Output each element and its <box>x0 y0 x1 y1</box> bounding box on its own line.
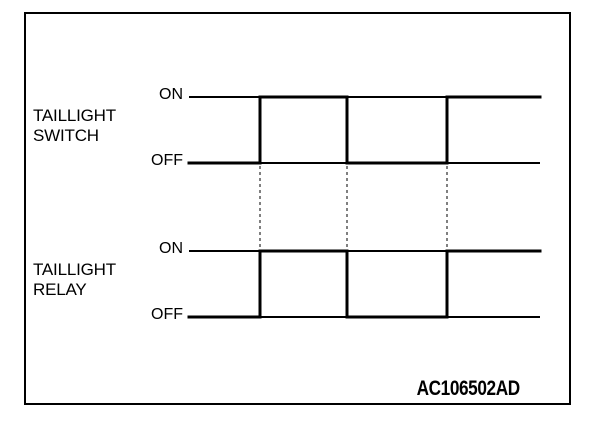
diagram-border <box>24 12 571 405</box>
signal-label-taillight-relay: TAILLIGHT RELAY <box>33 260 116 300</box>
signal-label-taillight-switch: TAILLIGHT SWITCH <box>33 106 116 146</box>
signal-label-line: SWITCH <box>33 126 99 145</box>
relay-off-label: OFF <box>151 306 183 323</box>
signal-label-line: RELAY <box>33 280 87 299</box>
figure-code: AC106502AD <box>416 377 521 400</box>
switch-off-label: OFF <box>151 152 183 169</box>
switch-on-label: ON <box>159 86 183 103</box>
signal-label-line: TAILLIGHT <box>33 260 116 279</box>
signal-label-line: TAILLIGHT <box>33 106 116 125</box>
relay-on-label: ON <box>159 240 183 257</box>
